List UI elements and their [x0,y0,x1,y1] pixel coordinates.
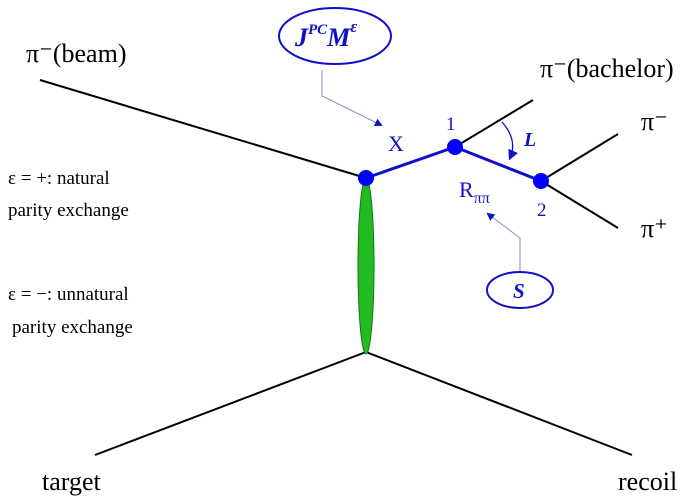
jpc-label: JPCMε [294,17,357,52]
vertex-2 [533,173,549,189]
vertex-1 [447,139,463,155]
recoil-line [365,351,633,456]
r-propagator-line [454,145,542,183]
pi-plus-line [540,180,619,229]
bachelor-label: π⁻(bachelor) [540,54,674,83]
l-angle-arc [501,121,518,161]
r-pipi-label: Rππ [459,177,490,207]
eps-plus-line2: parity exchange [8,200,129,221]
exchange-ellipse [357,177,375,355]
eps-minus-line2: parity exchange [12,317,133,338]
beam-label: π⁻(beam) [26,39,126,68]
bachelor-line [454,99,534,148]
pi-plus-label: π⁺ [641,214,668,243]
s-bubble [486,271,554,309]
target-line [94,351,367,456]
production-vertex [358,170,374,186]
eps-minus-line1: ε = −: unnatural [8,284,129,305]
x-propagator-line [365,145,456,180]
beam-line [39,79,367,179]
vertex-2-label: 2 [537,200,547,221]
target-label: target [42,467,101,496]
l-label: L [523,129,536,151]
pi-minus-label: π⁻ [641,107,668,136]
s-label: S [513,279,525,303]
x-label: X [388,131,404,156]
s-pointer [486,212,521,271]
jpc-pointer [321,70,383,126]
jpc-bubble [278,7,392,65]
eps-plus-line1: ε = +: natural [8,168,110,189]
recoil-label: recoil [618,467,677,496]
pi-minus-line [540,133,619,182]
vertex-1-label: 1 [446,114,456,135]
